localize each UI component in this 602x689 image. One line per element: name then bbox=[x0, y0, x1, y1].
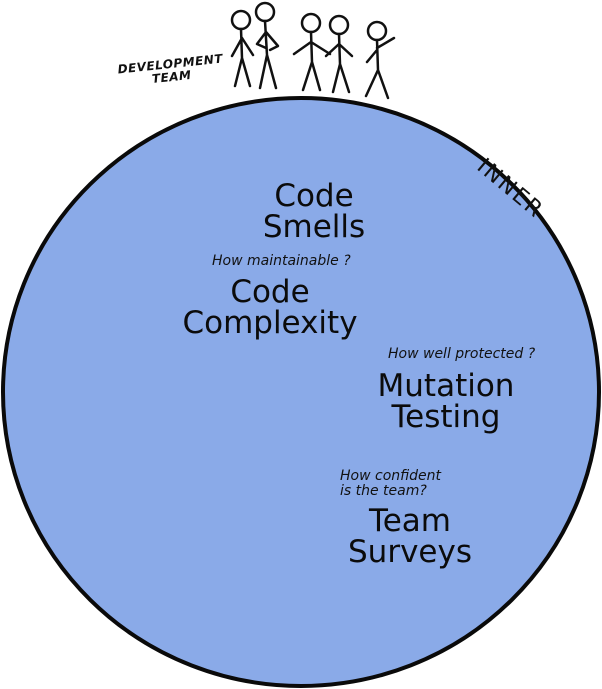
team-surveys-label: Team Surveys bbox=[348, 503, 472, 570]
code-complexity-question: How maintainable ? bbox=[212, 253, 351, 269]
mutation-testing-question: How well protected ? bbox=[388, 346, 536, 362]
mutation-testing-label: Mutation Testing bbox=[377, 368, 515, 435]
team-surveys-question: How confident is the team? bbox=[340, 468, 442, 499]
stick-figure-icon bbox=[364, 20, 396, 100]
stick-figure-icon bbox=[292, 12, 332, 92]
code-complexity-label: Code Complexity bbox=[182, 274, 358, 341]
code-smells-label: Code Smells bbox=[262, 178, 366, 245]
stick-figure-icon bbox=[254, 1, 280, 90]
stick-figure-icon bbox=[230, 9, 255, 88]
inner-circle bbox=[1, 96, 601, 688]
development-team-figures bbox=[230, 1, 396, 100]
stick-figure-icon bbox=[324, 14, 354, 94]
